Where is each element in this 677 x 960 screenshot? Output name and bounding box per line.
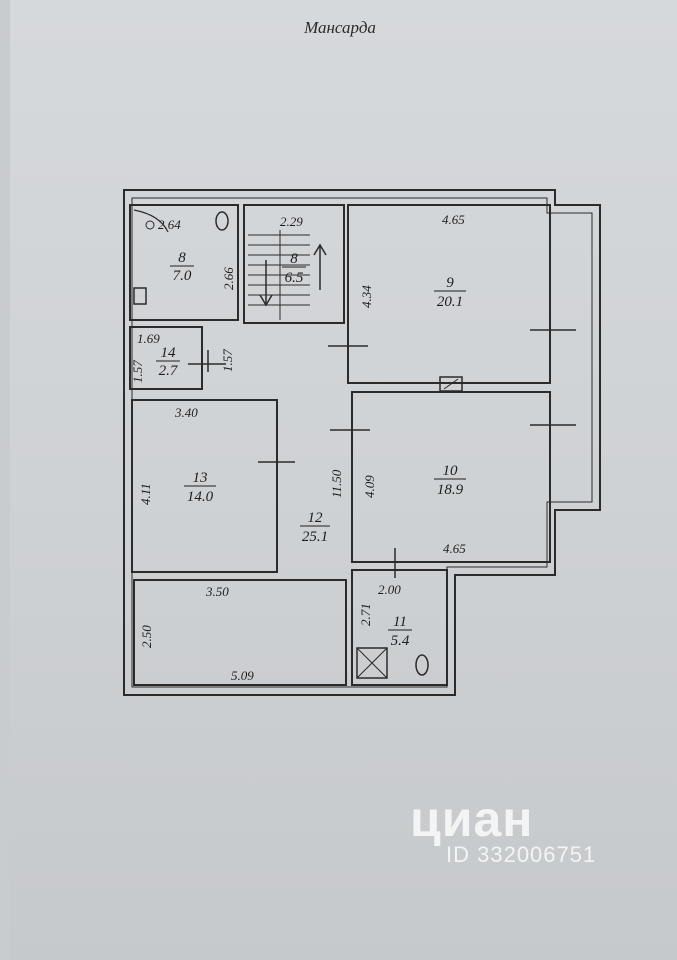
dim-15-width: 2.64 (158, 217, 181, 232)
room-14-area: 2.7 (159, 363, 179, 379)
dim-14-height-2: 1.57 (220, 349, 235, 372)
dim-15-height: 2.66 (221, 267, 236, 290)
dim-lower-height: 2.50 (139, 625, 154, 648)
room-10-number: 10 (443, 463, 459, 479)
room-9-number: 9 (446, 275, 454, 291)
dim-13-width: 3.40 (174, 405, 198, 420)
dim-lower-width: 3.50 (205, 584, 229, 599)
dim-9-width: 4.65 (442, 212, 465, 227)
floor-title: Мансарда (304, 18, 376, 37)
stair-steps (248, 230, 310, 320)
room-14-number: 14 (161, 345, 177, 361)
shower-corner-icon (133, 209, 169, 233)
shower-icon (356, 647, 388, 679)
dim-13-height: 4.11 (138, 483, 153, 505)
outer-wall (123, 189, 601, 696)
room-11-outline (351, 569, 448, 686)
room-15-outline (129, 204, 239, 321)
room-11-area: 5.4 (391, 633, 410, 649)
room-11-number: 11 (393, 614, 407, 630)
dim-11-width: 2.00 (378, 582, 401, 597)
room-10-outline (351, 391, 551, 563)
inner-outer-wall (131, 197, 593, 688)
dim-lower-width-2: 5.09 (231, 668, 254, 683)
dim-9-height: 4.34 (359, 285, 374, 308)
door-markers (188, 329, 576, 578)
room-13-outline (131, 399, 278, 573)
room-12-area: 25.1 (302, 529, 328, 545)
room-15-area: 7.0 (173, 268, 192, 284)
room-13-area: 14.0 (187, 489, 214, 505)
room-9-area: 20.1 (437, 294, 463, 310)
dim-11-height: 2.71 (358, 603, 373, 626)
dim-14-height: 1.57 (130, 360, 145, 383)
dim-14-width: 1.69 (137, 331, 160, 346)
floor-plan: 8 7.0 8 6.5 9 20.1 10 18.9 11 5.4 12 25.… (123, 189, 601, 696)
room-14-outline (129, 326, 203, 390)
toilet-icon (415, 654, 429, 676)
dim-10-height: 4.09 (362, 475, 377, 498)
room-13-number: 13 (193, 470, 208, 486)
room-8-number: 8 (290, 251, 298, 267)
room-8-outline (243, 204, 345, 324)
dim-12-height: 11.50 (329, 469, 344, 498)
room-8-area: 6.5 (285, 270, 304, 286)
room-12-number: 12 (308, 510, 324, 526)
toilet-icon-15 (215, 211, 229, 231)
watermark-id: ID 332006751 (446, 842, 597, 867)
room-lower-outline (133, 579, 347, 686)
sink-icon (133, 287, 147, 305)
room-10-area: 18.9 (437, 482, 464, 498)
room-9-outline (347, 204, 551, 384)
room-15-number: 8 (178, 250, 186, 266)
dim-8-width: 2.29 (280, 214, 303, 229)
watermark-logo: циан (410, 791, 534, 847)
chimney-icon (439, 376, 463, 392)
stair-arrows (259, 243, 327, 307)
document-sheet: Мансарда (10, 0, 677, 960)
dim-10-width: 4.65 (443, 541, 466, 556)
watermark: циан ID 332006751 (410, 790, 596, 868)
